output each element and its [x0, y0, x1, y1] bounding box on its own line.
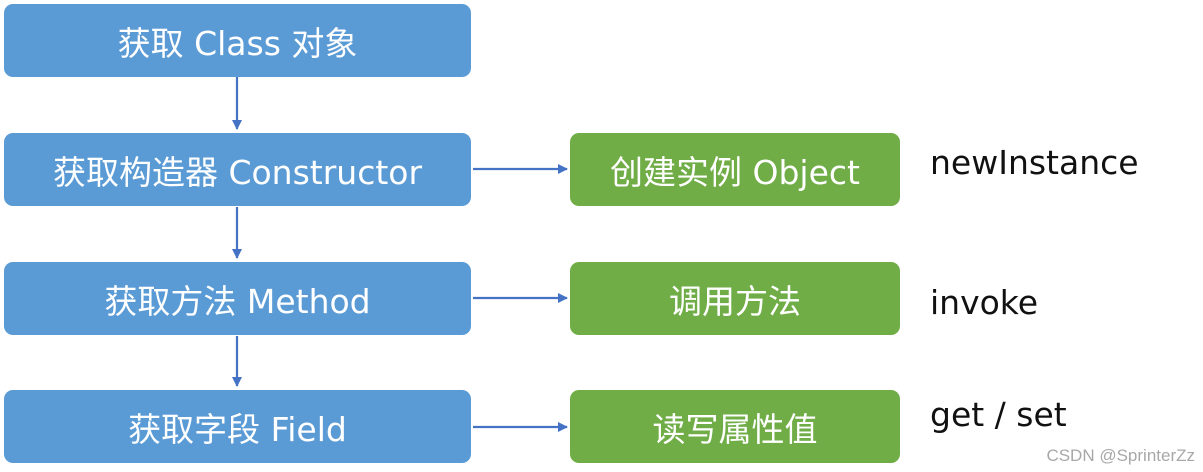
action-create-instance: 创建实例 Object	[570, 133, 900, 206]
action-create-instance-label: 创建实例 Object	[610, 152, 860, 192]
watermark: CSDN @SprinterZz	[1046, 446, 1195, 465]
step-get-constructor-label: 获取构造器 Constructor	[52, 152, 423, 192]
step-get-class: 获取 Class 对象	[4, 4, 471, 77]
step-get-class-label: 获取 Class 对象	[117, 23, 358, 63]
step-get-method: 获取方法 Method	[4, 262, 471, 335]
action-read-write-field-label: 读写属性值	[652, 409, 818, 449]
step-get-method-label: 获取方法 Method	[104, 281, 371, 321]
action-read-write-field: 读写属性值	[570, 390, 900, 463]
action-invoke-method: 调用方法	[570, 262, 900, 335]
step-get-constructor: 获取构造器 Constructor	[4, 133, 471, 206]
action-invoke-method-label: 调用方法	[669, 281, 801, 321]
method-new-instance: newInstance	[930, 143, 1139, 182]
method-invoke: invoke	[930, 283, 1039, 322]
method-get-set: get / set	[930, 395, 1067, 434]
step-get-field-label: 获取字段 Field	[128, 409, 347, 449]
step-get-field: 获取字段 Field	[4, 390, 471, 463]
